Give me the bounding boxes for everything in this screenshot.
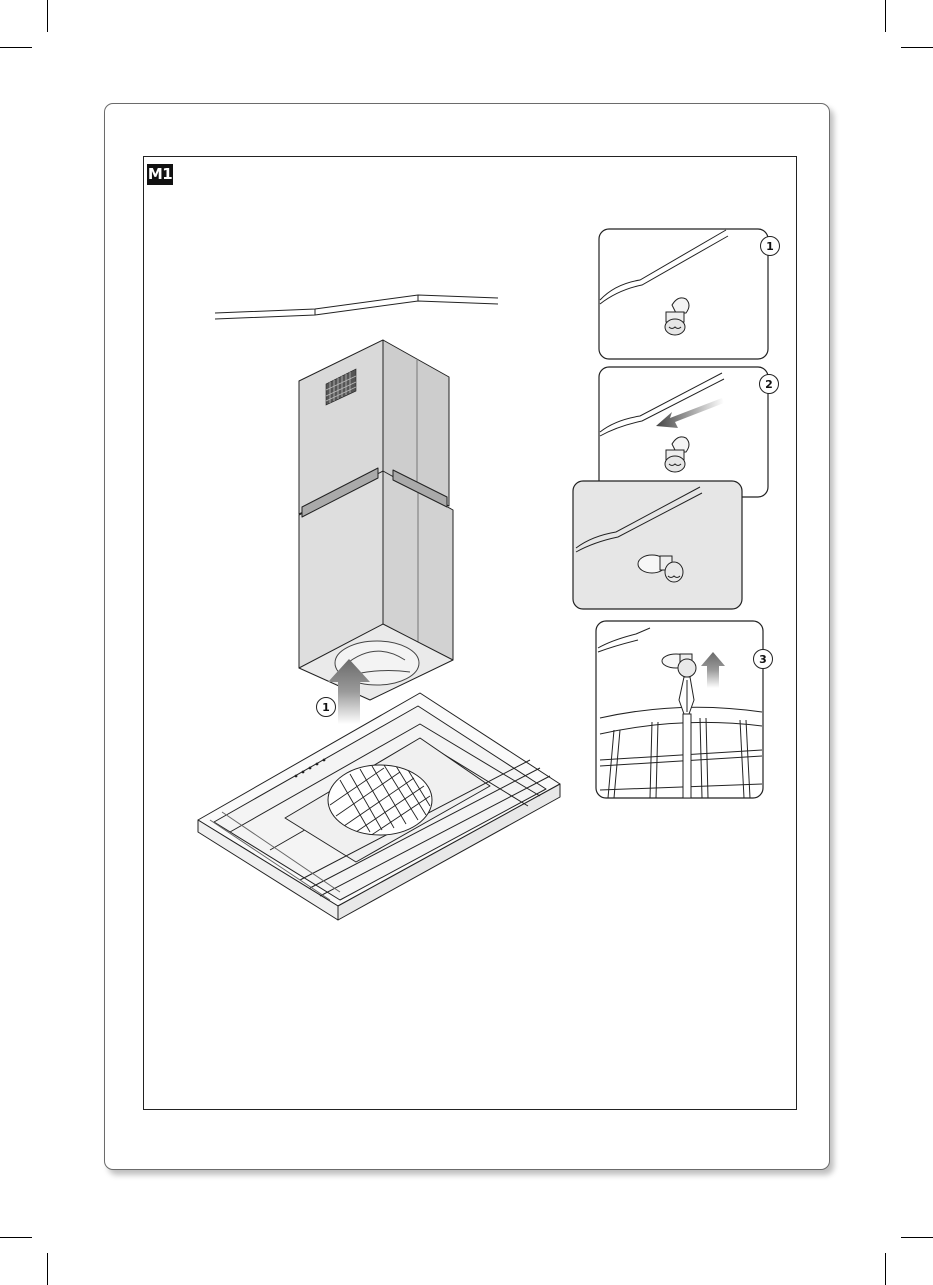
chimney-lower [299, 468, 453, 700]
detail-panel-3 [596, 621, 763, 798]
detail-panel-2 [599, 367, 768, 497]
detail-panel-2b [573, 481, 742, 609]
callout-detail-3: 3 [753, 649, 773, 669]
detail-panel-1 [599, 229, 768, 359]
ceiling-line [215, 295, 498, 319]
callout-detail-2: 2 [759, 374, 779, 394]
grease-filter-icon [328, 765, 432, 836]
callout-step-1-main: 1 [316, 697, 336, 717]
callout-detail-1: 1 [760, 236, 780, 256]
